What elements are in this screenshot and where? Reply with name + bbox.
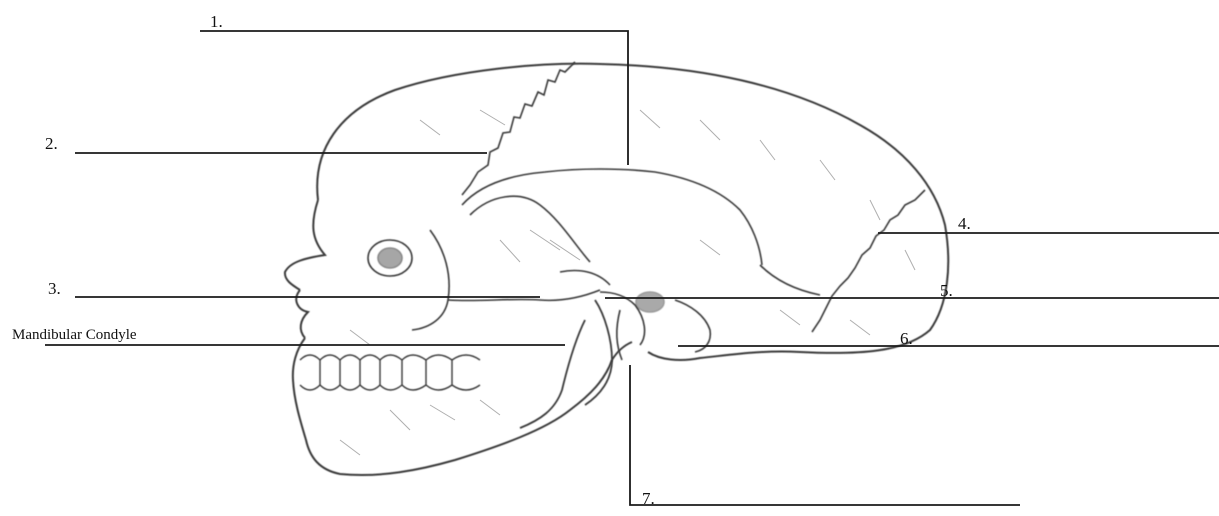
leader-line-7 [630, 365, 1020, 505]
label-4: 4. [958, 215, 971, 232]
temporal-region [470, 196, 710, 360]
label-6: 6. [900, 330, 913, 347]
leader-line-1 [200, 31, 628, 165]
orbit-region [368, 230, 600, 330]
label-7: 7. [642, 490, 655, 507]
cranium [285, 64, 948, 475]
sutures [462, 62, 925, 332]
label-1: 1. [210, 13, 223, 30]
label-mandibular-condyle: Mandibular Condyle [12, 328, 137, 343]
leader-lines [45, 31, 1219, 505]
mandible [520, 300, 632, 428]
label-5: 5. [940, 282, 953, 299]
label-3: 3. [48, 280, 61, 297]
teeth [300, 355, 480, 390]
label-2: 2. [45, 135, 58, 152]
